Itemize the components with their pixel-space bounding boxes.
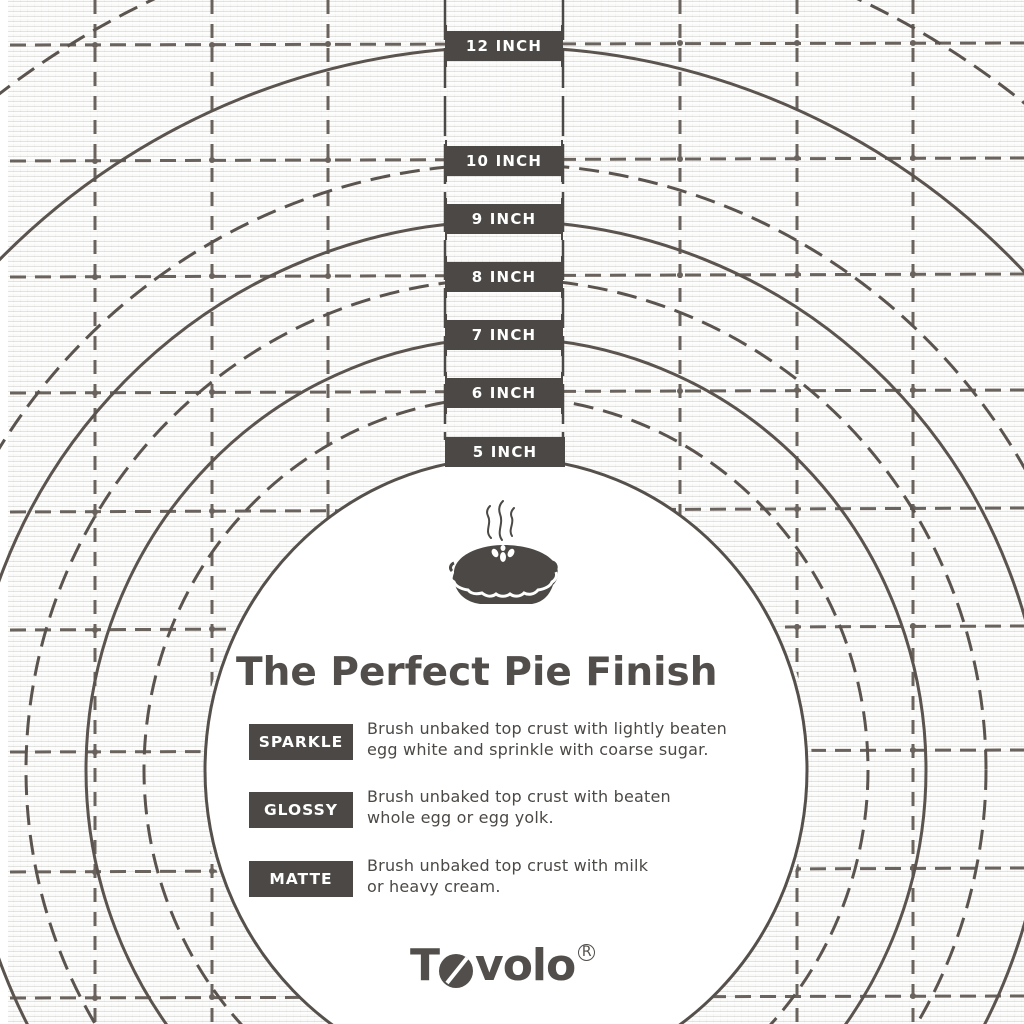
- size-label-text: 10 INCH: [465, 152, 543, 170]
- brand-letter-t: T: [410, 940, 440, 991]
- finish-description: Brush unbaked top crust with lightly bea…: [367, 718, 787, 760]
- finish-badge: GLOSSY: [249, 792, 353, 828]
- brand-logo: T volo R: [410, 940, 596, 991]
- brand-letters: volo: [475, 940, 576, 991]
- description-line: or heavy cream.: [367, 877, 501, 896]
- description-line: Brush unbaked top crust with milk: [367, 856, 649, 875]
- inner-disc: [205, 458, 807, 1024]
- finish-item-matte: MATTE Brush unbaked top crust with milk …: [249, 855, 787, 897]
- registered-trademark-icon: R: [578, 944, 596, 961]
- size-label-9-inch: 9 INCH: [445, 198, 563, 240]
- finish-description: Brush unbaked top crust with beaten whol…: [367, 786, 787, 828]
- finish-badge: MATTE: [249, 861, 353, 897]
- size-label-12-inch: 12 INCH: [445, 25, 563, 67]
- finish-item-sparkle: SPARKLE Brush unbaked top crust with lig…: [249, 718, 787, 760]
- finish-badge: SPARKLE: [249, 724, 353, 760]
- size-label-8-inch: 8 INCH: [445, 256, 563, 298]
- size-label-text: 6 INCH: [471, 384, 537, 402]
- size-label-text: 9 INCH: [471, 210, 537, 228]
- description-line: egg white and sprinkle with coarse sugar…: [367, 740, 709, 759]
- description-line: whole egg or egg yolk.: [367, 808, 554, 827]
- size-label-10-inch: 10 INCH: [445, 140, 563, 182]
- size-label-5-inch: 5 INCH: [445, 437, 565, 467]
- circle-6-inch: [142, 395, 870, 1024]
- size-label-text: 12 INCH: [465, 37, 543, 55]
- size-label-7-inch: 7 INCH: [445, 314, 563, 356]
- pie-icon: [448, 500, 558, 604]
- size-label-text: 5 INCH: [472, 443, 538, 461]
- brand-o-slash-icon: [439, 954, 474, 988]
- mat-edge: [0, 0, 8, 1024]
- page-title: The Perfect Pie Finish: [236, 650, 718, 695]
- finish-item-glossy: GLOSSY Brush unbaked top crust with beat…: [249, 786, 787, 828]
- description-line: Brush unbaked top crust with beaten: [367, 787, 671, 806]
- description-line: Brush unbaked top crust with lightly bea…: [367, 719, 727, 738]
- size-label-text: 8 INCH: [471, 268, 537, 286]
- size-label-6-inch: 6 INCH: [445, 372, 563, 414]
- size-label-text: 7 INCH: [471, 326, 537, 344]
- finish-description: Brush unbaked top crust with milk or hea…: [367, 855, 787, 897]
